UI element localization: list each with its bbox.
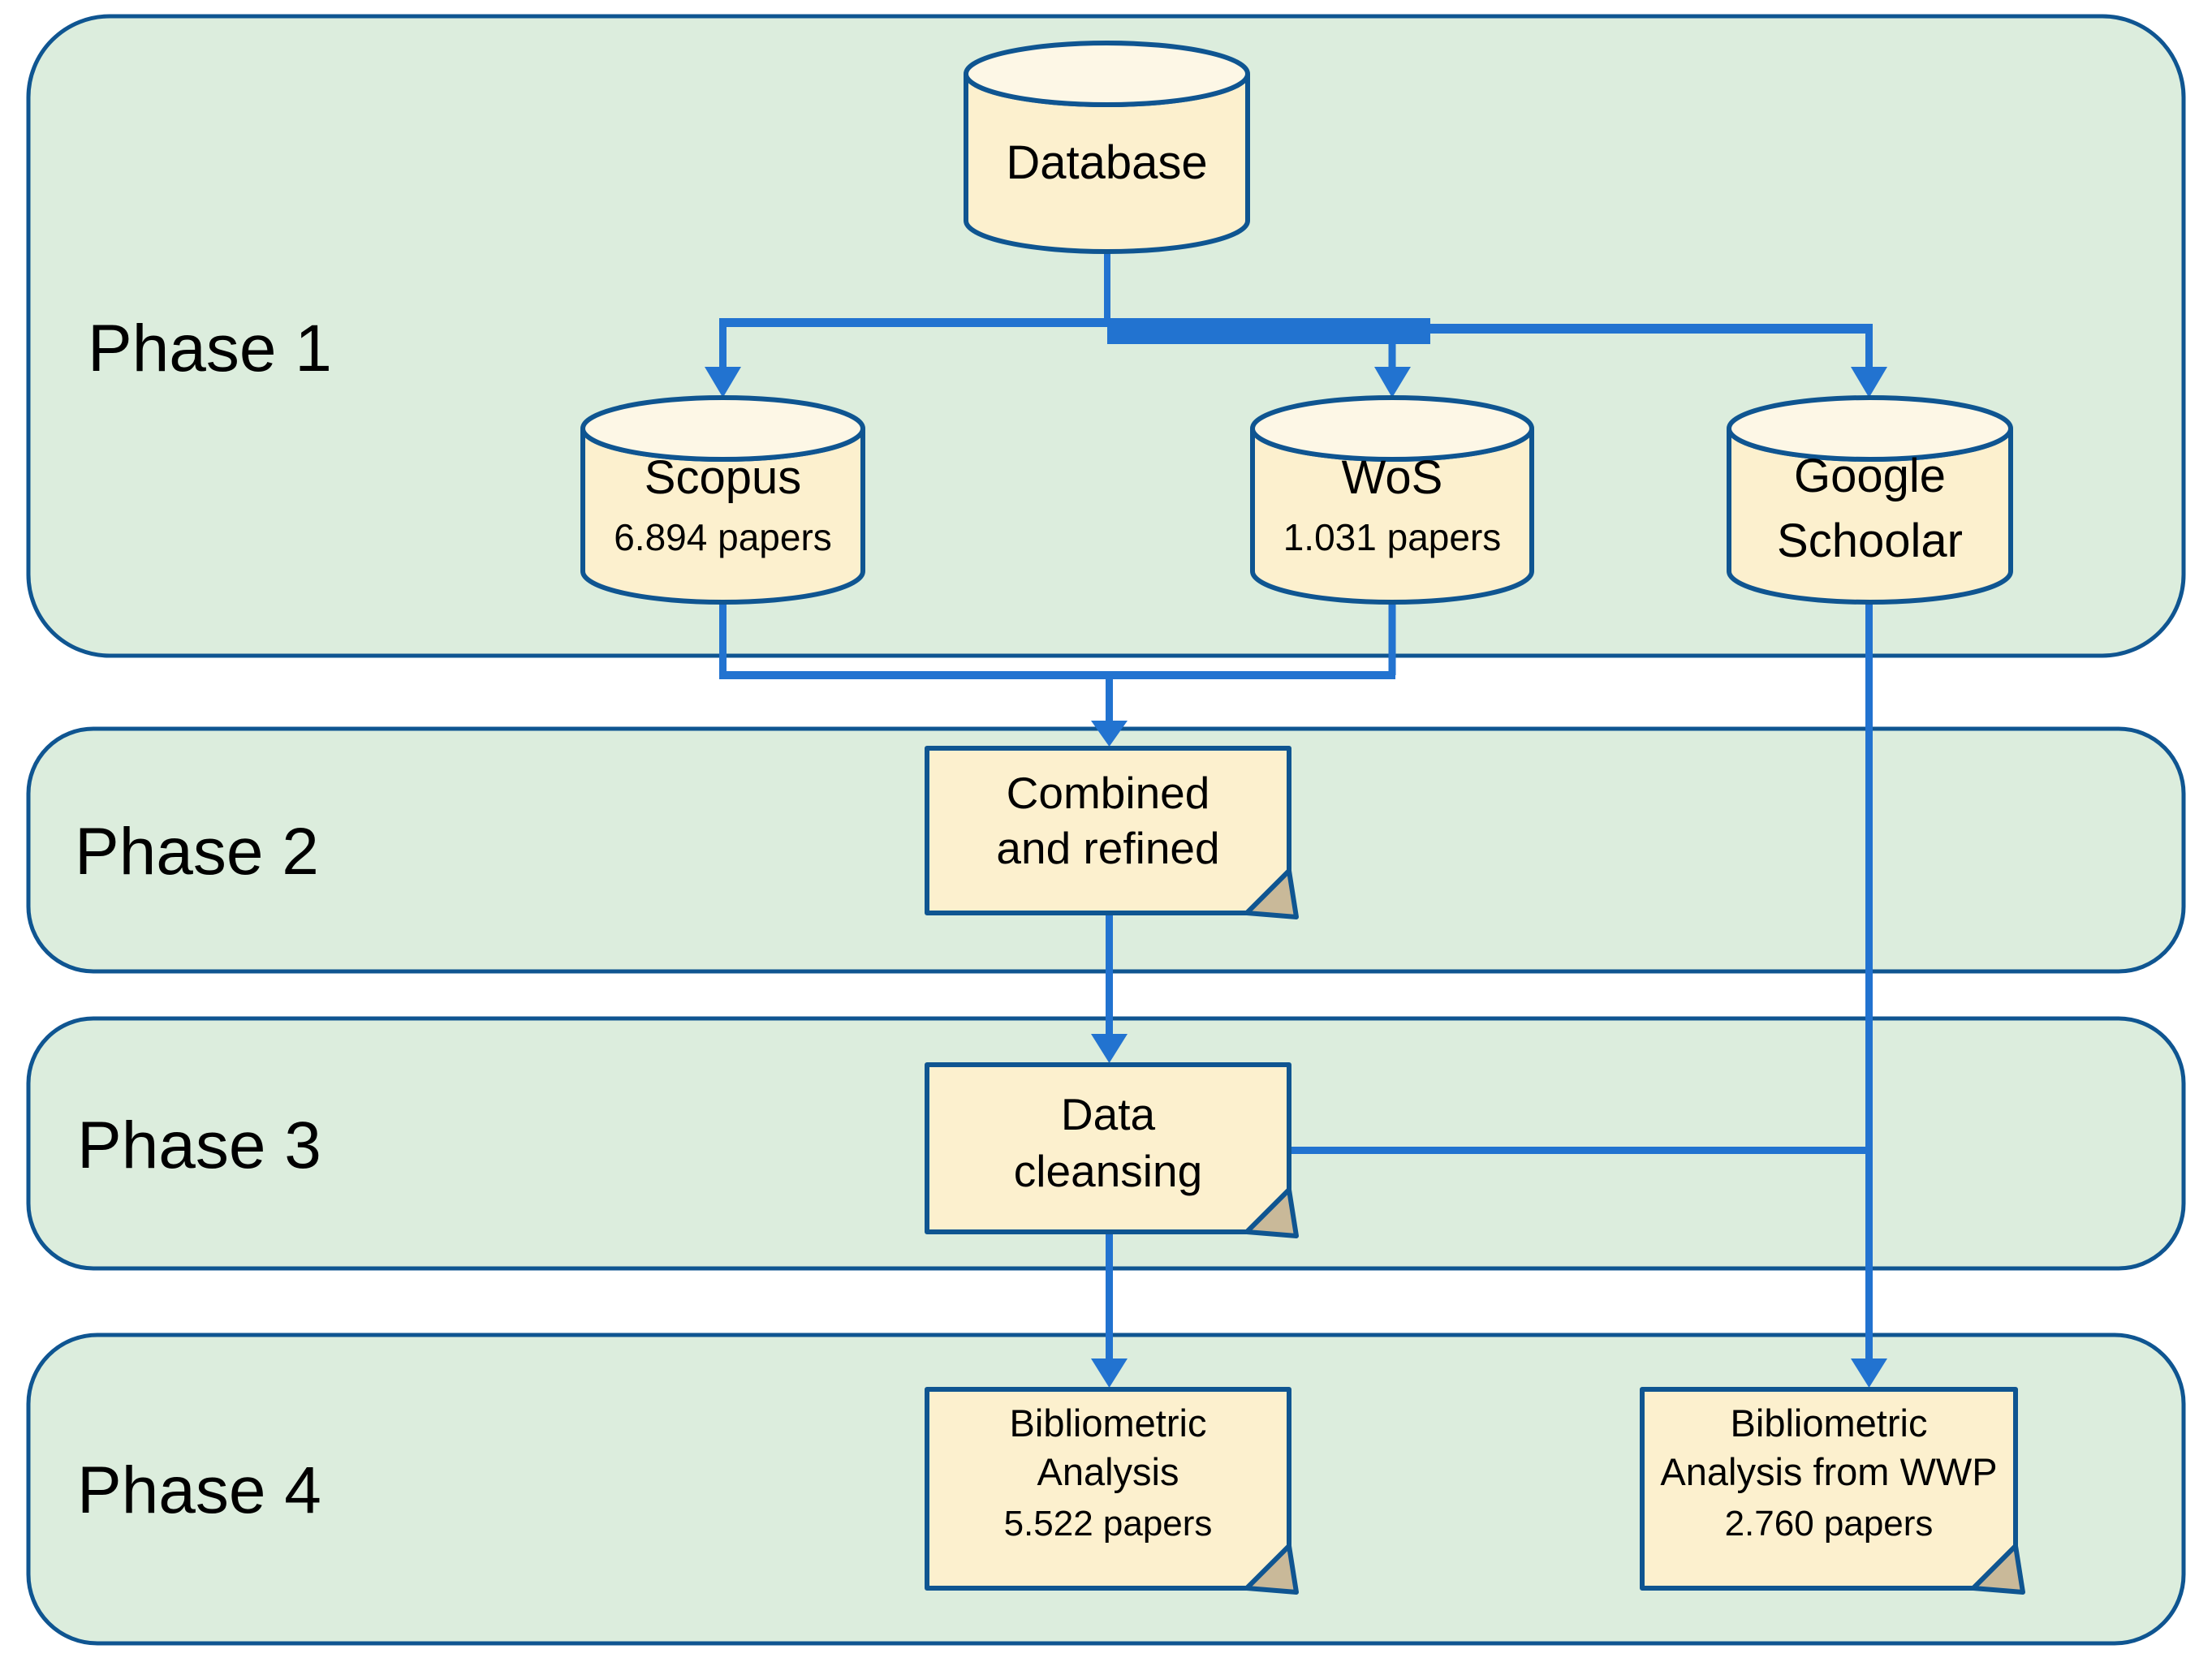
google-scholar-label-line1: Google — [1794, 450, 1946, 502]
arrowhead-to-biblio-left — [1091, 1358, 1128, 1388]
bibliometric-analysis-wwp-note-fold — [1971, 1544, 2025, 1595]
data-cleansing-label-line1: Data — [1061, 1089, 1156, 1139]
phase-1-container — [26, 14, 2186, 658]
connector-branch-mid — [1107, 318, 1430, 344]
arrowhead-to-scopus — [705, 367, 741, 398]
bibliometric-analysis-wwp-note — [1640, 1387, 2025, 1595]
wos-count: 1.031 papers — [1283, 516, 1502, 558]
data-cleansing-label-line2: cleansing — [1014, 1146, 1202, 1196]
connector-biblio-left-stem — [1106, 1232, 1113, 1360]
phase-1-label: Phase 1 — [88, 312, 332, 385]
combined-label-line2: and refined — [996, 823, 1219, 873]
connector-branch-right — [1427, 324, 1873, 334]
bibliometric-analysis-line2: Analysis — [1037, 1450, 1179, 1493]
phase-2-label: Phase 2 — [75, 815, 319, 889]
connector-cleansing-right — [1289, 1147, 1873, 1154]
data-cleansing-note — [925, 1062, 1299, 1238]
google-scholar-cylinder — [1727, 395, 2013, 605]
phase-4-label: Phase 4 — [77, 1453, 321, 1527]
bibliometric-analysis-wwp-count: 2.760 papers — [1725, 1504, 1934, 1544]
wos-cylinder-top — [1250, 395, 1534, 462]
scopus-cylinder — [580, 395, 865, 605]
bibliometric-analysis-count: 5.522 papers — [1004, 1504, 1213, 1544]
google-scholar-label-line2: Schoolar — [1777, 515, 1963, 567]
scopus-label: Scopus — [645, 451, 801, 504]
data-cleansing-note-fold — [1244, 1187, 1299, 1238]
connector-google-down — [1865, 602, 1873, 1360]
arrowhead-to-biblio-right — [1851, 1358, 1887, 1388]
combined-note — [925, 746, 1299, 919]
wos-label: WoS — [1342, 451, 1443, 504]
database-cylinder-top — [964, 41, 1250, 107]
connector-merge-line — [719, 671, 1395, 679]
database-label: Database — [1006, 136, 1207, 189]
connector-google-stem — [1865, 329, 1873, 368]
connector-branch-left — [719, 318, 1110, 327]
arrowhead-to-combined — [1091, 721, 1128, 747]
connector-combined-stem — [1106, 675, 1113, 724]
bibliometric-analysis-line1: Bibliometric — [1010, 1402, 1207, 1445]
arrowhead-to-wos — [1374, 367, 1411, 398]
bibliometric-analysis-wwp-line2: Analysis from WWP — [1660, 1450, 1997, 1493]
connector-cleansing-stem — [1106, 913, 1113, 1035]
connector-scopus-down — [719, 602, 727, 675]
bibliometric-analysis-note — [925, 1387, 1299, 1595]
bibliometric-analysis-note-fold — [1244, 1544, 1299, 1595]
wos-cylinder — [1250, 395, 1534, 605]
connector-database-stem — [1104, 248, 1110, 323]
combined-label-line1: Combined — [1007, 768, 1210, 818]
combined-note-fold — [1244, 868, 1299, 919]
scopus-cylinder-top — [580, 395, 865, 462]
phase-3-label: Phase 3 — [77, 1109, 321, 1182]
connector-wos-down — [1388, 602, 1396, 675]
google-scholar-cylinder-top — [1727, 395, 2013, 462]
arrowhead-to-cleansing — [1091, 1034, 1128, 1063]
database-cylinder — [964, 41, 1250, 254]
bibliometric-analysis-wwp-line1: Bibliometric — [1731, 1402, 1928, 1445]
connector-wos-stem — [1388, 341, 1396, 368]
scopus-count: 6.894 papers — [614, 516, 832, 558]
connector-scopus-stem — [719, 318, 727, 368]
arrowhead-to-google — [1851, 367, 1887, 398]
connectors — [705, 248, 1887, 1388]
